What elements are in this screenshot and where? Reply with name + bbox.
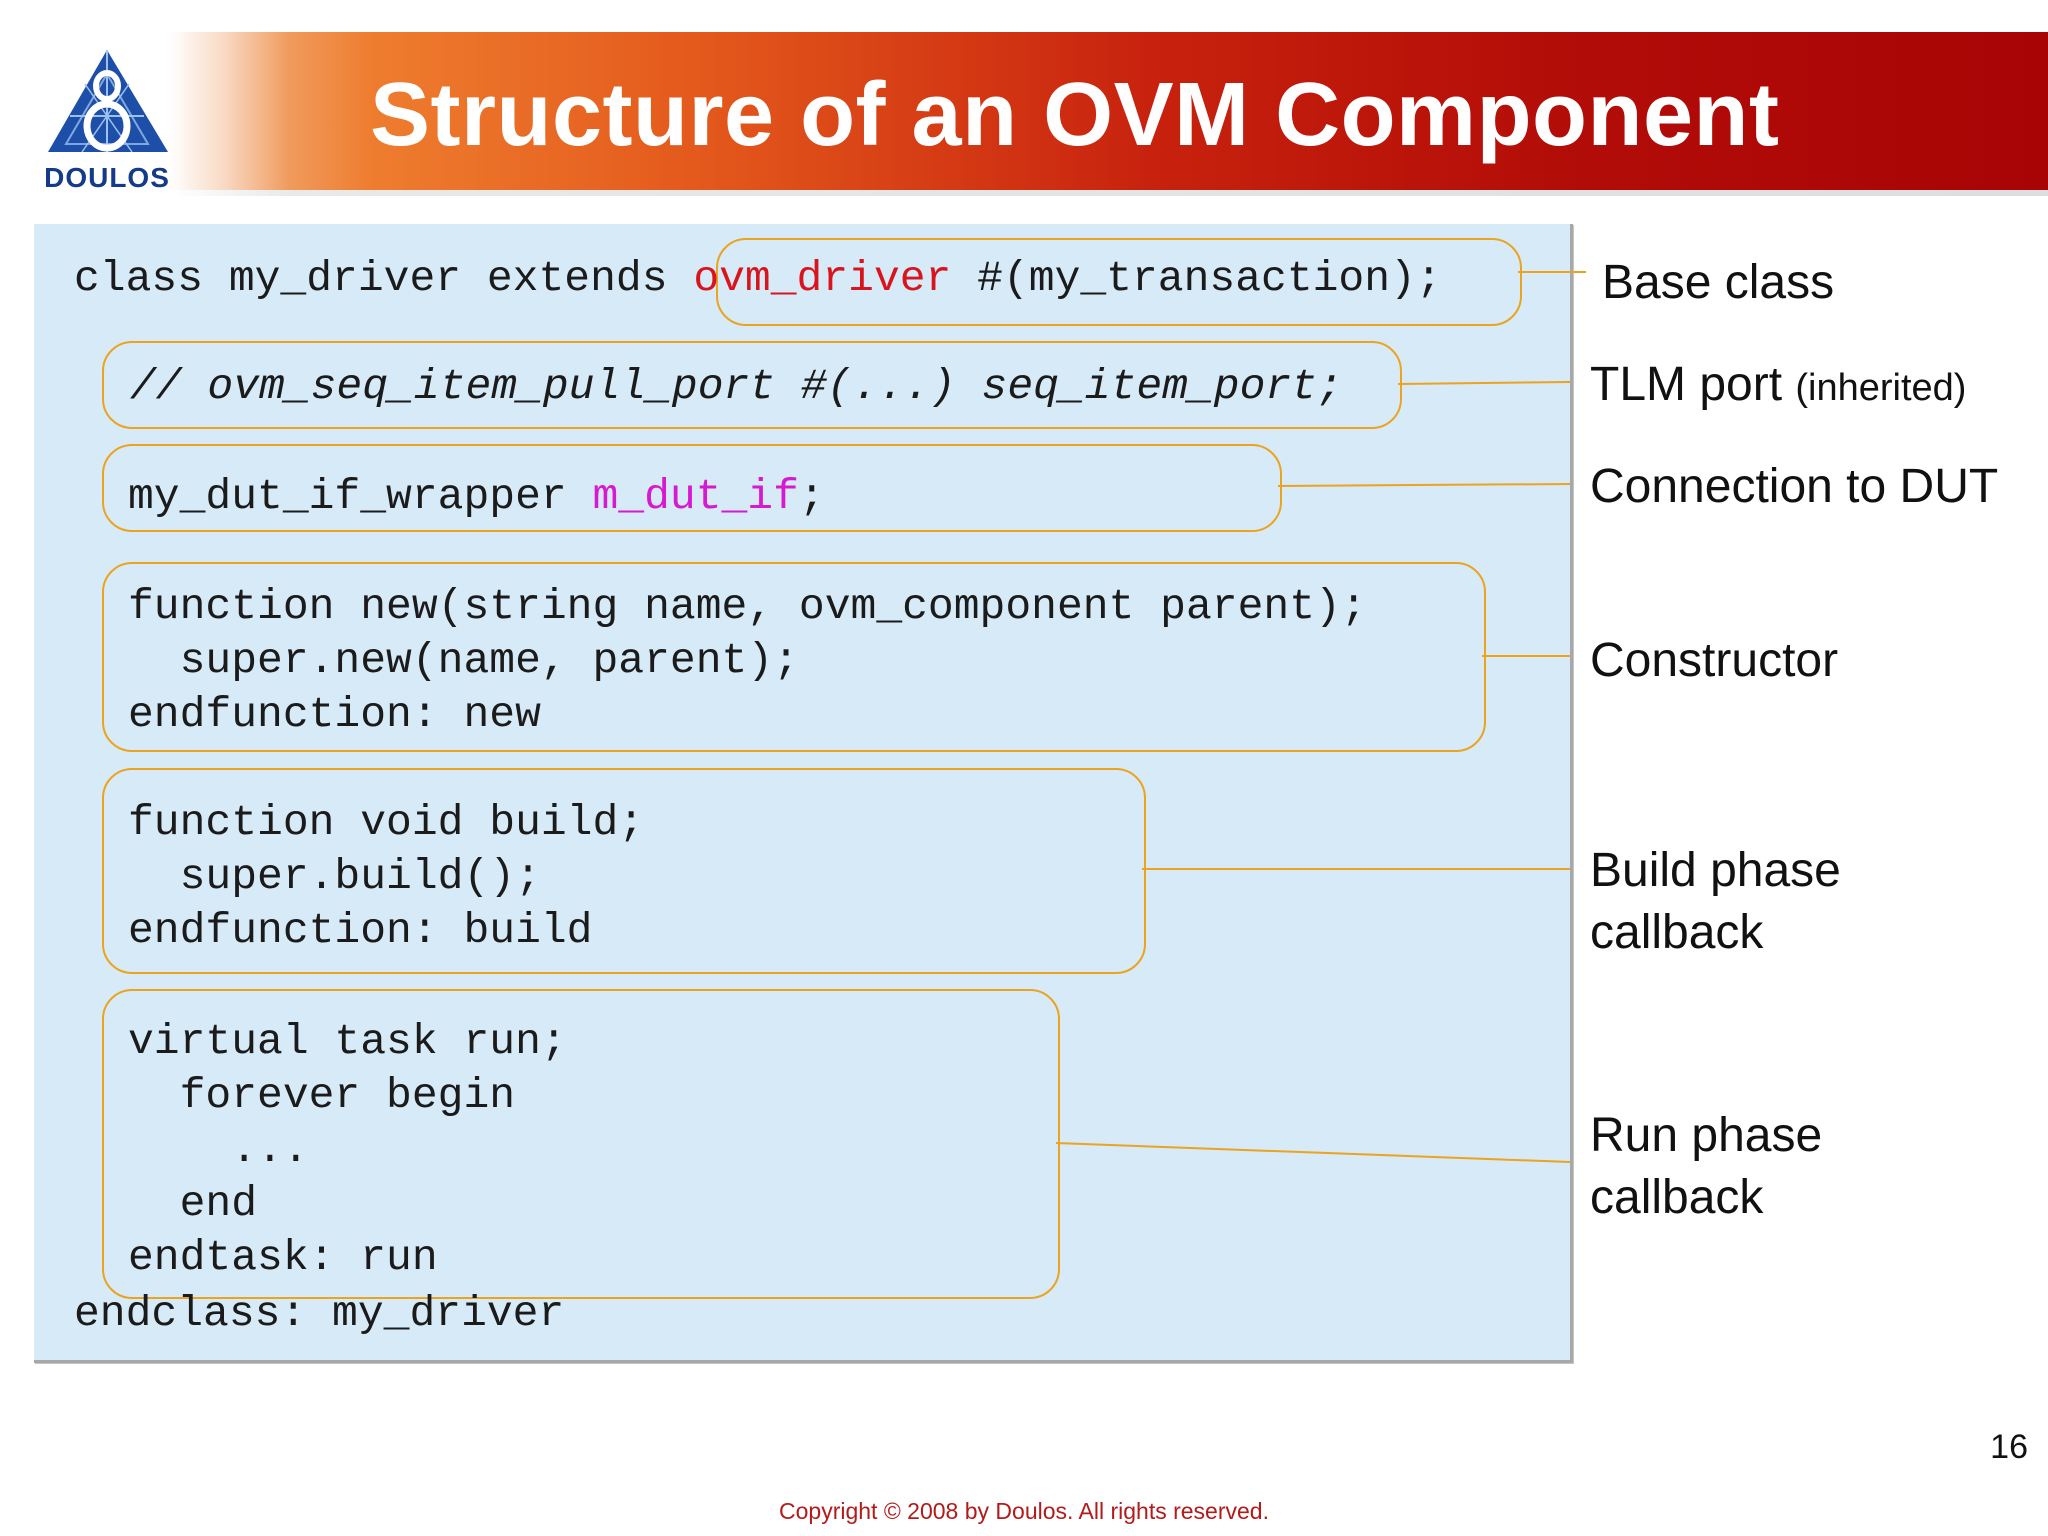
label-run-line1: Run phase (1590, 1109, 1823, 1162)
code-line: endtask: run (128, 1233, 438, 1282)
title-divider (170, 190, 2048, 196)
code-line: super.new(name, parent); (128, 636, 799, 685)
base-class-name: ovm_driver (693, 254, 952, 303)
class-decl-prefix: class my_driver extends (74, 254, 694, 303)
code-line: forever begin (128, 1071, 516, 1120)
label-tlm-port-text: TLM port (1590, 358, 1783, 411)
logo-text: DOULOS (44, 162, 170, 193)
base-class-box (716, 238, 1522, 326)
code-line-class-decl: class my_driver extends ovm_driver #(my_… (74, 252, 1442, 306)
code-line-dut-if: my_dut_if_wrapper m_dut_if; (128, 470, 825, 524)
dut-wrapper-type: my_dut_if_wrapper (128, 472, 593, 521)
code-panel (34, 224, 1573, 1363)
label-build-line2: callback (1590, 906, 1764, 959)
dut-connection-box (102, 444, 1282, 532)
code-line: function new(string name, ovm_component … (128, 582, 1367, 631)
label-run-line2: callback (1590, 1171, 1764, 1224)
code-line: super.build(); (128, 852, 541, 901)
code-run: virtual task run; forever begin ... end … (128, 1015, 567, 1285)
copyright-notice: Copyright © 2008 by Doulos. All rights r… (779, 1498, 1269, 1524)
code-line: ... (128, 1125, 309, 1174)
label-build-phase: Build phase callback (1590, 840, 1841, 964)
tlm-port-box (102, 341, 1402, 429)
label-build-line1: Build phase (1590, 844, 1841, 897)
page-number: 16 (1990, 1428, 2028, 1466)
code-line: function void build; (128, 798, 645, 847)
base-class-args: #(my_transaction); (951, 254, 1442, 303)
label-base-class: Base class (1602, 256, 1835, 309)
label-run-phase: Run phase callback (1590, 1105, 1822, 1229)
code-build: function void build; super.build(); endf… (128, 796, 644, 958)
title-banner (170, 32, 2048, 190)
code-line: endfunction: build (128, 906, 593, 955)
code-line-tlm-port: // ovm_seq_item_pull_port #(...) seq_ite… (130, 362, 1343, 411)
label-connection: Connection to DUT (1590, 460, 1999, 513)
constructor-box (102, 562, 1486, 752)
code-line: end (128, 1179, 258, 1228)
label-tlm-port: TLM port (inherited) (1590, 354, 1966, 419)
doulos-logo-icon (40, 44, 175, 194)
code-constructor: function new(string name, ovm_component … (128, 580, 1367, 742)
dut-variable: m_dut_if (592, 472, 799, 521)
code-line: virtual task run; (128, 1017, 567, 1066)
code-line: endfunction: new (128, 690, 541, 739)
dut-semicolon: ; (798, 472, 825, 521)
build-phase-box (102, 768, 1146, 974)
slide-title: Structure of an OVM Component (370, 65, 1780, 165)
label-tlm-port-note: (inherited) (1795, 367, 1967, 409)
label-constructor: Constructor (1590, 634, 1839, 687)
code-line-endclass: endclass: my_driver (74, 1289, 565, 1338)
